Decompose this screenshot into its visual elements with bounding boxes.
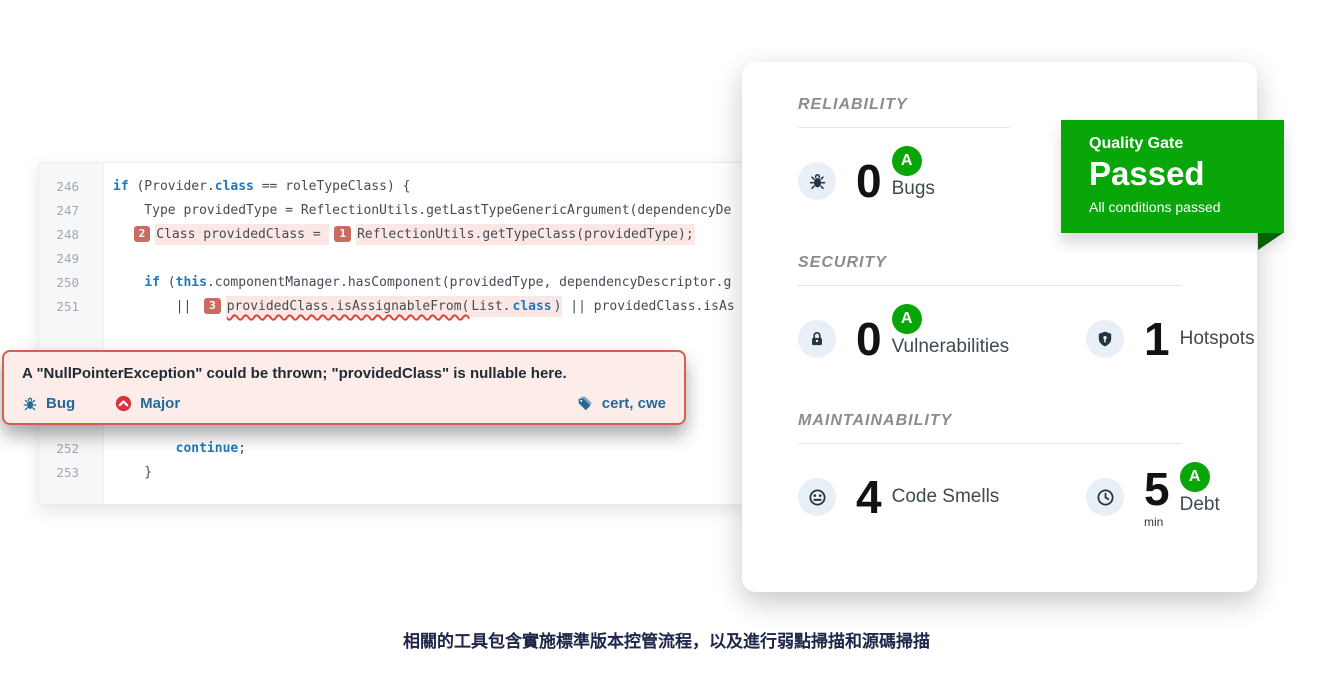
code-token: continue xyxy=(175,441,239,456)
debt-value: 5 xyxy=(1144,462,1170,515)
line-number: 252 xyxy=(56,441,79,456)
code-token: || providedClass.isAs xyxy=(562,299,735,314)
quality-gate-status: Passed xyxy=(1089,155,1205,192)
code-token: this xyxy=(175,275,207,290)
metric-vulnerabilities[interactable]: 0 A Vulnerabilities xyxy=(798,304,1038,365)
section-divider xyxy=(798,127,1010,128)
code-token: if xyxy=(113,179,129,194)
rating-badge-vulnerabilities: A xyxy=(891,304,922,334)
code-token: .componentManager.hasComponent(providedT… xyxy=(206,275,732,290)
bug-icon xyxy=(798,162,836,200)
code-token: class xyxy=(511,296,553,317)
line-number-gutter xyxy=(39,163,104,504)
code-token xyxy=(113,441,176,456)
caption-text: 相關的工具包含實施標準版本控管流程，以及進行弱點掃描和源碼掃描 xyxy=(403,632,930,651)
debt-unit: min xyxy=(1144,514,1164,529)
code-line: 252 continue; xyxy=(39,437,744,461)
line-number: 248 xyxy=(56,227,79,242)
issue-tags-chip[interactable]: cert, cwe xyxy=(577,395,666,412)
quality-gate-ribbon: Quality Gate Passed All conditions passe… xyxy=(1061,120,1284,233)
issue-location-badge[interactable]: 2 xyxy=(133,226,151,242)
ribbon-fold xyxy=(1258,233,1283,250)
code-token: if xyxy=(144,275,160,290)
shield-icon xyxy=(1086,320,1124,358)
lock-icon xyxy=(798,320,836,358)
code-line: 253 } xyxy=(39,461,744,485)
code-token xyxy=(113,227,129,242)
issue-type-label: Bug xyxy=(46,395,76,412)
rating-badge-bugs: A xyxy=(891,146,922,176)
section-heading-reliability: RELIABILITY xyxy=(798,96,908,113)
code-token: ; xyxy=(238,441,247,456)
metric-code-smells[interactable]: 4 Code Smells xyxy=(798,474,1038,520)
issue-tags-label: cert, cwe xyxy=(601,395,666,412)
section-heading-maintainability: MAINTAINABILITY xyxy=(798,412,953,429)
hotspots-value: 1 xyxy=(1144,313,1170,365)
code-token: class xyxy=(214,179,254,194)
rating-badge-debt: A xyxy=(1179,462,1210,492)
code-token: Class providedClass = xyxy=(155,224,330,245)
issue-location-badge[interactable]: 3 xyxy=(204,298,221,314)
issue-location-badge[interactable]: 1 xyxy=(334,226,352,242)
issue-meta-row: Bug Major xyxy=(22,395,666,412)
code-smells-label: Code Smells xyxy=(891,486,1000,507)
code-token: Type providedType = ReflectionUtils.getL… xyxy=(113,203,732,218)
issue-type-chip[interactable]: Bug xyxy=(22,395,75,412)
code-token: List. xyxy=(470,296,512,317)
code-token xyxy=(113,275,144,290)
code-line: 249 xyxy=(39,247,744,271)
metric-hotspots[interactable]: 1 Hotspots xyxy=(1086,316,1255,362)
code-line: 246 if (Provider.class == roleTypeClass) … xyxy=(39,175,744,199)
code-token: ) xyxy=(552,296,563,317)
issue-popup: A "NullPointerException" could be thrown… xyxy=(2,350,686,425)
issue-message: A "NullPointerException" could be thrown… xyxy=(22,365,567,382)
section-divider xyxy=(798,285,1182,286)
code-token: ( xyxy=(159,275,176,290)
hotspots-label: Hotspots xyxy=(1179,328,1255,349)
code-token: || xyxy=(113,299,200,314)
severity-major-icon xyxy=(115,395,132,412)
code-smells-value: 4 xyxy=(856,471,882,523)
code-token: == roleTypeClass) { xyxy=(253,179,411,194)
line-number: 253 xyxy=(56,465,79,480)
code-token: (Provider. xyxy=(128,179,215,194)
bugs-value: 0 xyxy=(856,155,882,207)
line-number: 250 xyxy=(56,275,79,290)
clock-icon xyxy=(1086,478,1124,516)
metric-bugs[interactable]: 0 A Bugs xyxy=(798,146,1038,207)
vulnerabilities-value: 0 xyxy=(856,313,882,365)
metric-debt[interactable]: 5 min A Debt xyxy=(1086,462,1220,529)
code-token: providedClass.isAssignableFrom( xyxy=(225,296,471,317)
code-token: } xyxy=(113,465,153,480)
tag-icon xyxy=(577,395,594,412)
bug-icon xyxy=(22,396,38,412)
section-divider xyxy=(798,443,1182,444)
quality-gate-subtitle: All conditions passed xyxy=(1089,199,1221,216)
line-number: 249 xyxy=(56,251,79,266)
line-number: 251 xyxy=(56,299,79,314)
line-number: 247 xyxy=(56,203,79,218)
bugs-label: Bugs xyxy=(891,178,935,199)
debt-label: Debt xyxy=(1179,494,1220,515)
issue-severity-label: Major xyxy=(140,395,181,412)
code-line: 247 Type providedType = ReflectionUtils.… xyxy=(39,199,744,223)
line-number: 246 xyxy=(56,179,79,194)
vulnerabilities-label: Vulnerabilities xyxy=(891,336,1010,357)
code-token: ReflectionUtils.getTypeClass(providedTyp… xyxy=(356,224,695,245)
quality-gate-title: Quality Gate xyxy=(1089,135,1184,152)
section-heading-security: SECURITY xyxy=(798,254,887,271)
code-smell-icon xyxy=(798,478,836,516)
code-line: 250 if (this.componentManager.hasCompone… xyxy=(39,271,744,295)
issue-severity-chip[interactable]: Major xyxy=(115,395,180,412)
